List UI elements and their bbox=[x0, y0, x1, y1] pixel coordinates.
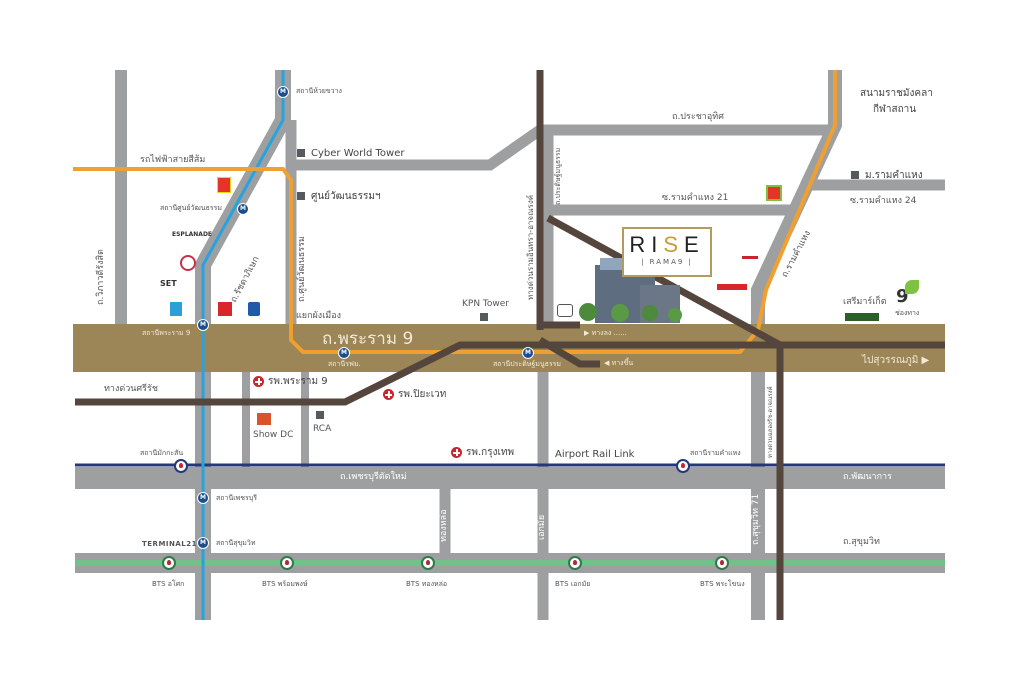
pradit-manutham-road-label: ถ.ประดิษฐ์มนูธรรม bbox=[554, 147, 562, 205]
kpn-tower-label: KPN Tower bbox=[462, 299, 509, 309]
fortune-logo-icon bbox=[717, 284, 747, 290]
bts-station-icon[interactable] bbox=[715, 556, 729, 570]
the-mall-logo-icon bbox=[742, 242, 758, 259]
exit-up-label: ◀ ทางขึ้น bbox=[604, 359, 634, 367]
ekkamai-road-label: เอกมัย bbox=[537, 514, 547, 540]
bts-station-icon[interactable] bbox=[568, 556, 582, 570]
mrt-station-icon[interactable]: M bbox=[197, 319, 209, 331]
bts-station-phra-khanong: BTS พระโขนง bbox=[700, 580, 745, 588]
arl-station-makkasan: สถานีมักกะสัน bbox=[140, 449, 184, 457]
esplanade-logo: ESPLANADE bbox=[172, 231, 213, 238]
building-marker-icon bbox=[297, 149, 305, 157]
mrt-station-icon[interactable]: M bbox=[197, 492, 209, 504]
rama9-road-label: ถ.พระราม 9 bbox=[322, 329, 414, 349]
arl-station-ramkhamhaeng: สถานีรามคำแหง bbox=[690, 449, 741, 457]
fashion-island-logo-icon bbox=[170, 302, 182, 316]
sukhumvit-71-label: ถ.สุขุมวิท 71 bbox=[751, 493, 761, 545]
building-marker-icon bbox=[316, 411, 324, 419]
sukhumvit-road-label: ถ.สุขุมวิท bbox=[843, 537, 880, 547]
mrt-station-icon[interactable]: M bbox=[197, 537, 209, 549]
mrt-station-sukhumvit: สถานีสุขุมวิท bbox=[216, 539, 256, 547]
leaf-logo-icon bbox=[905, 280, 919, 294]
vibhavadi-road-label: ถ.วิภาวดีรังสิต bbox=[96, 249, 106, 305]
hospital-icon bbox=[383, 389, 394, 400]
unilever-logo-icon bbox=[248, 302, 260, 316]
chalong-rat-expressway-label: ทางด่วนฉลองรัช-อาจณรงค์ bbox=[767, 386, 774, 458]
cultural-center-label: ศูนย์วัฒนธรรมฯ bbox=[311, 191, 381, 202]
project-logo: RISE | RAMA9 | bbox=[622, 227, 712, 277]
phetchaburi-road-label: ถ.เพชรบุรีตัดใหม่ bbox=[340, 472, 407, 482]
logo-subtitle: | RAMA9 | bbox=[641, 258, 693, 266]
bts-station-thonglor: BTS ทองหล่อ bbox=[406, 580, 448, 588]
show-dc-logo-icon bbox=[257, 413, 271, 425]
thiam-ruam-mit-road-label: ถ.ศูนย์วัฒนธรรม bbox=[297, 236, 307, 302]
mrt-station-cultural-center: สถานีศูนย์วัฒนธรรม bbox=[160, 204, 223, 212]
orange-line bbox=[73, 70, 837, 354]
orange-line-label: รถไฟฟ้าสายสีส้ม bbox=[140, 155, 206, 165]
phang-mueang-junction-label: แยกผังเมือง bbox=[296, 311, 341, 321]
thonglor-road-label: ทองหล่อ bbox=[439, 509, 449, 542]
mrt-station-pradit-manutham: สถานีประดิษฐ์มนูธรรม bbox=[493, 360, 562, 368]
direction-suvarnabhumi-label: ไปสุวรรณภูมิ ▶ bbox=[862, 355, 930, 366]
logo-text-gold: S bbox=[663, 232, 684, 257]
honda-logo-icon bbox=[557, 304, 573, 317]
mrt-station-icon[interactable]: M bbox=[522, 347, 534, 359]
arl-station-icon[interactable] bbox=[174, 459, 188, 473]
mrt-station-icon[interactable]: M bbox=[237, 203, 249, 215]
exit-down-label: ▶ ทางลง ...... bbox=[584, 329, 627, 337]
bts-station-ekkamai: BTS เอกมัย bbox=[555, 580, 591, 588]
rajamangala-label-line1: สนามราชมังคลา bbox=[860, 88, 933, 99]
sirat-expressway-label: ทางด่วนศรีรัช bbox=[104, 384, 158, 394]
mrt-station-huai-khwang: สถานีห้วยขวาง bbox=[296, 87, 342, 95]
ramintra-expressway-label: ทางด่วนรามอินทรา-อาจณรงค์ bbox=[526, 194, 535, 300]
hospital-piyavate: รพ.ปิยะเวท bbox=[398, 389, 447, 400]
aia-logo-icon bbox=[180, 255, 196, 271]
hospital-rama9: รพ.พระราม 9 bbox=[268, 376, 328, 387]
nine-logo-subtitle: ช่องทาง bbox=[895, 309, 920, 317]
ramkhamhaeng-24-label: ซ.รามคำแหง 24 bbox=[850, 196, 917, 206]
hospital-icon bbox=[451, 447, 462, 458]
rajamangala-label-line2: กีฬาสถาน bbox=[873, 104, 917, 115]
arl-station-icon[interactable] bbox=[676, 459, 690, 473]
building-marker-icon bbox=[297, 192, 305, 200]
mrt-station-mrta: สถานีรฟม. bbox=[328, 360, 361, 368]
phatthanakan-road-label: ถ.พัฒนาการ bbox=[843, 472, 892, 482]
airport-rail-link-label: Airport Rail Link bbox=[555, 449, 635, 460]
bts-station-icon[interactable] bbox=[421, 556, 435, 570]
cyber-world-tower-label: Cyber World Tower bbox=[311, 148, 405, 159]
seri-market-logo-icon bbox=[845, 313, 879, 321]
mrt-station-icon[interactable]: M bbox=[277, 86, 289, 98]
seri-market-label: เสรีมาร์เก็ต bbox=[843, 297, 887, 307]
pracha-uthit-road-label: ถ.ประชาอุทิศ bbox=[672, 112, 724, 122]
ramkhamhaeng-university-label: ม.รามคำแหง bbox=[865, 170, 923, 181]
building-marker-icon bbox=[480, 313, 488, 321]
bigc-logo-icon bbox=[766, 185, 782, 201]
bigc-logo-icon bbox=[217, 177, 231, 193]
bts-station-asok: BTS อโศก bbox=[152, 580, 185, 588]
bts-station-icon[interactable] bbox=[280, 556, 294, 570]
esso-logo-icon bbox=[218, 302, 232, 316]
mrt-station-icon[interactable]: M bbox=[338, 347, 350, 359]
logo-text-prefix: RI bbox=[629, 232, 664, 257]
project-building-image bbox=[579, 258, 682, 323]
ramkhamhaeng-21-label: ซ.รามคำแหง 21 bbox=[662, 193, 729, 203]
rca-label: RCA bbox=[313, 424, 332, 434]
show-dc-label: Show DC bbox=[253, 430, 294, 440]
set-logo: SET bbox=[160, 279, 177, 288]
terminal21-label: TERMINAL21 bbox=[142, 540, 197, 548]
building-marker-icon bbox=[851, 171, 859, 179]
logo-text-suffix: E bbox=[684, 232, 705, 257]
bts-station-icon[interactable] bbox=[162, 556, 176, 570]
mrt-station-phetchaburi: สถานีเพชรบุรี bbox=[216, 494, 257, 502]
hospital-icon bbox=[253, 376, 264, 387]
bts-station-phrom-phong: BTS พร้อมพงษ์ bbox=[262, 580, 308, 588]
mrt-station-rama9: สถานีพระราม 9 bbox=[142, 329, 191, 337]
hospital-bangkok: รพ.กรุงเทพ bbox=[466, 447, 515, 458]
